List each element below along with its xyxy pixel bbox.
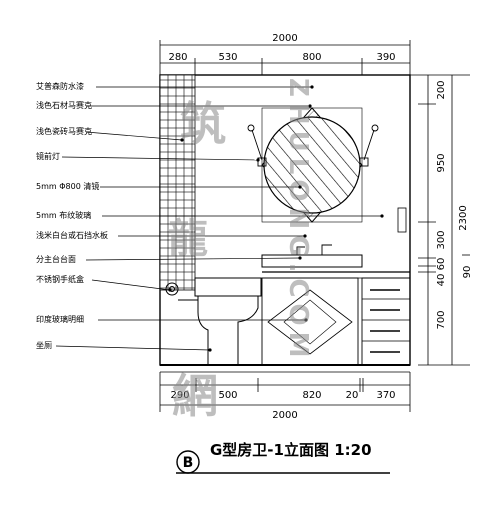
dim-bottom-seg-2: 500 bbox=[218, 390, 237, 401]
watermark-latin: ZHULONG.COM bbox=[283, 78, 313, 364]
dim-right-seg-2: 950 bbox=[436, 153, 447, 172]
material-leaders bbox=[55, 86, 382, 351]
dim-top-seg-1: 280 bbox=[168, 52, 187, 63]
bottom-dimension-chain bbox=[159, 372, 411, 412]
label-glass-detail: 印度玻璃明细 bbox=[36, 314, 84, 324]
label-paper-holder: 不锈钢手纸盒 bbox=[36, 274, 84, 284]
dim-right-seg-5: 40 bbox=[436, 274, 447, 287]
label-clear-mirror: 5mm Φ800 清镜 bbox=[36, 181, 99, 191]
dim-top-seg-3: 800 bbox=[302, 52, 321, 63]
dim-right-total: 2300 bbox=[458, 205, 469, 230]
drawing-title: B G型房卫-1立面图 1:20 bbox=[176, 441, 390, 474]
dim-bottom-seg-3: 820 bbox=[302, 390, 321, 401]
mirror-assembly bbox=[261, 107, 363, 223]
label-counter-top: 分主台台面 bbox=[36, 254, 76, 264]
label-tile-mosaic: 浅色瓷砖马赛克 bbox=[36, 126, 92, 136]
top-dimension-chain bbox=[159, 40, 411, 75]
toilet bbox=[165, 277, 262, 366]
dim-bottom-seg-4: 20 bbox=[346, 390, 359, 401]
watermark-chinese-3: 網 bbox=[172, 369, 218, 423]
dim-bottom-seg-5: 370 bbox=[376, 390, 395, 401]
vanity-unit bbox=[261, 244, 411, 366]
right-dimension-chain bbox=[410, 74, 470, 366]
wall-fixture bbox=[397, 207, 407, 233]
dim-bottom-total: 2000 bbox=[272, 410, 297, 421]
watermark: 筑 龍 網 ZHULONG.COM bbox=[168, 78, 313, 423]
mirror-lamp-right bbox=[359, 124, 379, 167]
leader-dots bbox=[168, 85, 384, 352]
label-mirror-lamp: 镜前灯 bbox=[36, 151, 60, 161]
dim-top-seg-4: 390 bbox=[376, 52, 395, 63]
title-text: G型房卫-1立面图 1:20 bbox=[210, 441, 372, 459]
dim-right-seg-1: 200 bbox=[436, 80, 447, 99]
dim-top-seg-2: 530 bbox=[218, 52, 237, 63]
mirror-lamp-left bbox=[247, 124, 267, 167]
label-backsplash: 浅米白台或石挡水板 bbox=[36, 230, 108, 240]
dim-bottom-seg-1: 290 bbox=[170, 390, 189, 401]
dim-right-seg-3: 300 bbox=[436, 230, 447, 249]
watermark-chinese-2: 龍 bbox=[168, 216, 208, 262]
dim-right-aux: 90 bbox=[462, 266, 473, 279]
label-waterproof-paint: 艾普森防水漆 bbox=[36, 81, 84, 91]
dim-right-seg-6: 700 bbox=[436, 310, 447, 329]
dim-right-seg-4: 60 bbox=[436, 258, 447, 271]
label-toilet: 坐厕 bbox=[36, 341, 52, 350]
title-marker: B bbox=[183, 455, 194, 471]
dim-top-total: 2000 bbox=[272, 33, 297, 44]
watermark-chinese-1: 筑 bbox=[180, 97, 226, 151]
label-textured-glass: 5mm 布纹玻璃 bbox=[36, 210, 91, 220]
label-stone-mosaic: 浅色石材马赛克 bbox=[36, 100, 92, 110]
